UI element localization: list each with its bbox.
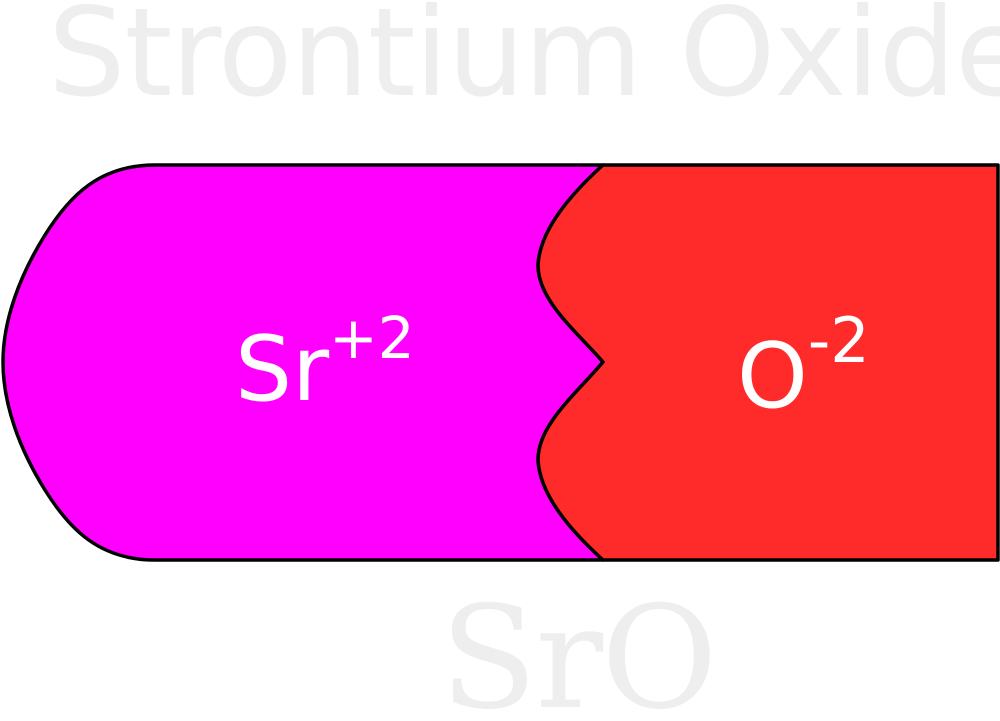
compound-name-title: Strontium Oxide: [48, 0, 1000, 124]
anion-label: O-2: [737, 304, 870, 429]
cation-charge: +2: [329, 304, 415, 372]
anion-piece: [536, 163, 1000, 562]
cation-label: Sr+2: [235, 304, 415, 422]
chemical-formula: SrO: [440, 576, 718, 721]
cation-symbol: Sr: [235, 317, 329, 422]
anion-symbol: O: [737, 324, 808, 429]
anion-charge: -2: [808, 304, 870, 377]
